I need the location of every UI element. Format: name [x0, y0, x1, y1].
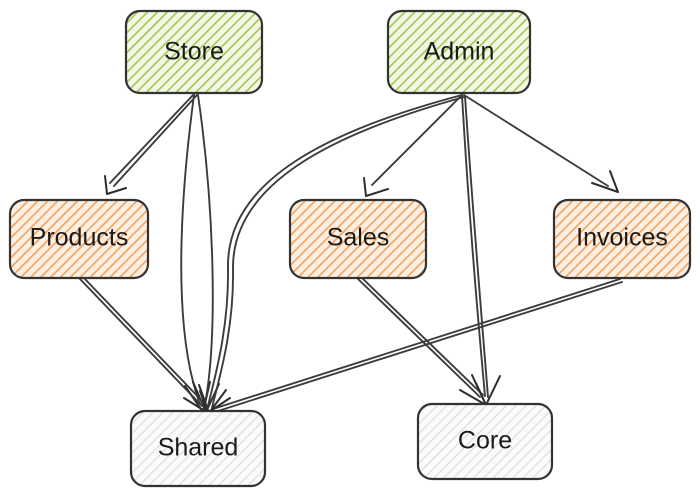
edge-admin-sales [363, 94, 463, 197]
edge-admin-invoices [463, 94, 619, 193]
node-layer: Store Admin Products Sales Invoices Shar [8, 9, 692, 488]
edge-products-shared [79, 276, 209, 414]
node-label-sales: Sales [327, 224, 390, 252]
edge-invoices-shared [205, 278, 623, 421]
edge-store-shared-b [192, 94, 220, 413]
node-products[interactable]: Products [8, 198, 150, 280]
node-label-core: Core [458, 427, 512, 455]
node-admin[interactable]: Admin [386, 9, 532, 95]
node-sales[interactable]: Sales [288, 198, 428, 280]
node-label-shared: Shared [158, 434, 239, 462]
edge-admin-core [461, 94, 501, 406]
node-invoices[interactable]: Invoices [552, 198, 692, 280]
edge-layer [79, 93, 623, 421]
node-label-products: Products [30, 224, 129, 252]
arrowhead-icon [591, 170, 619, 193]
edge-sales-core [357, 276, 487, 406]
node-store[interactable]: Store [124, 9, 264, 95]
edge-store-shared-a [180, 94, 211, 413]
arrowhead-icon [104, 175, 127, 195]
node-label-invoices: Invoices [576, 224, 668, 252]
node-shared[interactable]: Shared [129, 409, 267, 488]
arrowhead-icon [363, 177, 389, 197]
node-core[interactable]: Core [416, 402, 554, 481]
node-label-store: Store [164, 38, 224, 66]
node-label-admin: Admin [424, 38, 495, 66]
edge-store-products [104, 93, 198, 195]
